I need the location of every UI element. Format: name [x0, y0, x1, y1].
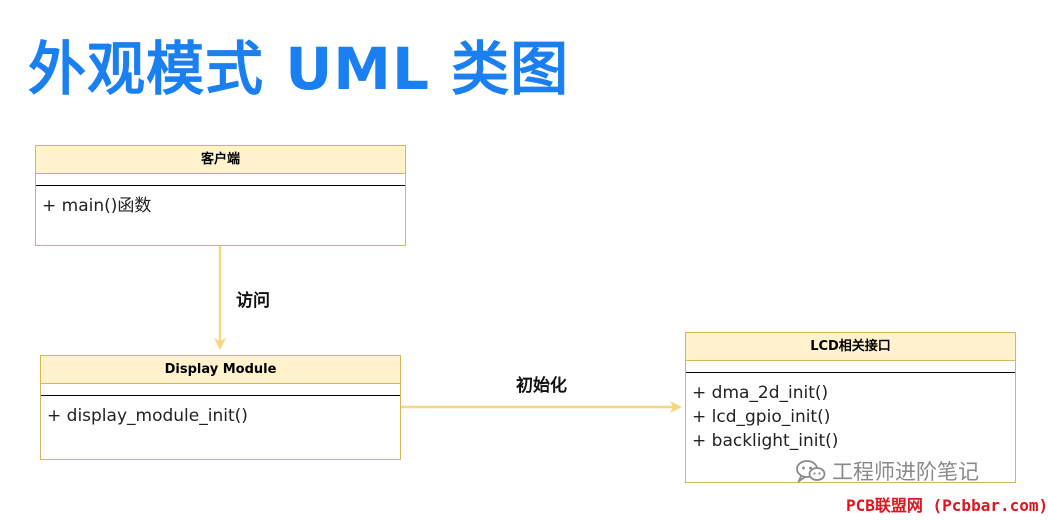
class-client[interactable]: 客户端 + main()函数: [35, 145, 406, 246]
site-watermark: PCB联盟网 (Pcbbar.com): [846, 496, 1048, 515]
class-display-module-method: + display_module_init(): [47, 406, 248, 426]
class-display-module-methods: + display_module_init(): [41, 396, 400, 436]
class-display-module-name: Display Module: [41, 356, 400, 384]
wechat-watermark-text: 工程师进阶笔记: [832, 460, 979, 484]
edge-label-init: 初始化: [516, 376, 567, 396]
page-title: 外观模式 UML 类图: [28, 35, 570, 103]
class-lcd-interface-methods: + dma_2d_init() + lcd_gpio_init() + back…: [686, 373, 1015, 461]
wechat-icon: [796, 459, 826, 484]
class-lcd-interface-method: + backlight_init(): [692, 431, 839, 451]
wechat-watermark: 工程师进阶笔记: [796, 456, 979, 486]
class-lcd-interface-name: LCD相关接口: [686, 333, 1015, 361]
class-lcd-interface[interactable]: LCD相关接口 + dma_2d_init() + lcd_gpio_init(…: [685, 332, 1016, 483]
class-display-module[interactable]: Display Module + display_module_init(): [40, 355, 401, 460]
class-client-name: 客户端: [36, 146, 405, 174]
class-client-method: + main()函数: [42, 196, 152, 216]
class-client-methods: + main()函数: [36, 186, 405, 226]
class-display-module-attributes: [41, 384, 400, 396]
class-lcd-interface-method: + dma_2d_init(): [692, 383, 829, 403]
class-lcd-interface-attributes: [686, 361, 1015, 373]
edge-label-visit: 访问: [236, 291, 270, 311]
class-lcd-interface-method: + lcd_gpio_init(): [692, 407, 831, 427]
class-client-attributes: [36, 174, 405, 186]
